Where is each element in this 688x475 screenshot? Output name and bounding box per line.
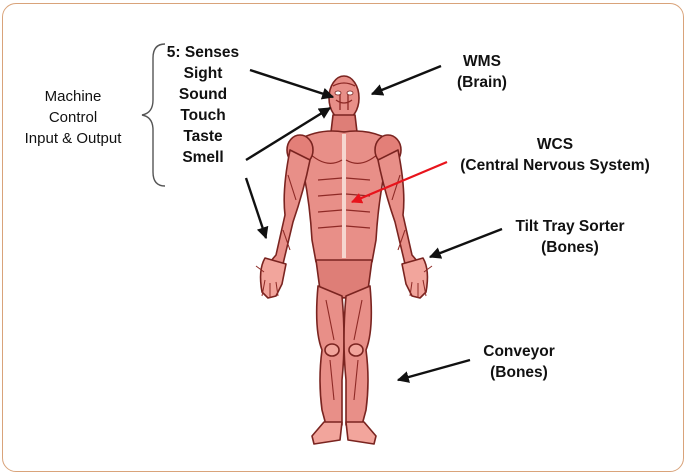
- tilt-tray-arrow: [430, 229, 502, 257]
- senses-heading: 5: Senses: [160, 42, 246, 63]
- wcs-label: WCS (Central Nervous System): [446, 134, 664, 176]
- wms-label: WMS (Brain): [440, 51, 524, 93]
- hand-right: [402, 258, 427, 298]
- senses-list: 5: Senses Sight Sound Touch Taste Smell: [160, 42, 246, 168]
- tilt-tray-label: Tilt Tray Sorter (Bones): [502, 216, 638, 258]
- sense-taste: Taste: [160, 126, 246, 147]
- machine-control-line-3: Input & Output: [10, 128, 136, 149]
- machine-control-label: Machine Control Input & Output: [10, 86, 136, 149]
- foot-left: [312, 422, 342, 444]
- sense-sight: Sight: [160, 63, 246, 84]
- conveyor-subtitle: (Bones): [470, 362, 568, 383]
- neck: [331, 115, 357, 132]
- conveyor-title: Conveyor: [470, 341, 568, 362]
- senses-down-arrow: [246, 178, 266, 238]
- machine-control-line-1: Machine: [10, 86, 136, 107]
- senses-to-head-arrow: [250, 70, 333, 97]
- conveyor-arrow: [398, 360, 470, 380]
- sense-sound: Sound: [160, 84, 246, 105]
- sense-smell: Smell: [160, 147, 246, 168]
- human-figure-icon: [256, 76, 432, 444]
- tilt-tray-title: Tilt Tray Sorter: [502, 216, 638, 237]
- foot-right: [346, 422, 376, 444]
- conveyor-label: Conveyor (Bones): [470, 341, 568, 383]
- wcs-title: WCS: [446, 134, 664, 155]
- machine-control-line-2: Control: [10, 107, 136, 128]
- wms-arrow: [372, 66, 441, 94]
- sense-touch: Touch: [160, 105, 246, 126]
- wms-title: WMS: [440, 51, 524, 72]
- arm-left: [270, 150, 310, 264]
- hand-left: [261, 258, 286, 298]
- wms-subtitle: (Brain): [440, 72, 524, 93]
- wcs-subtitle: (Central Nervous System): [446, 155, 664, 176]
- arm-right: [378, 150, 418, 264]
- tilt-tray-subtitle: (Bones): [502, 237, 638, 258]
